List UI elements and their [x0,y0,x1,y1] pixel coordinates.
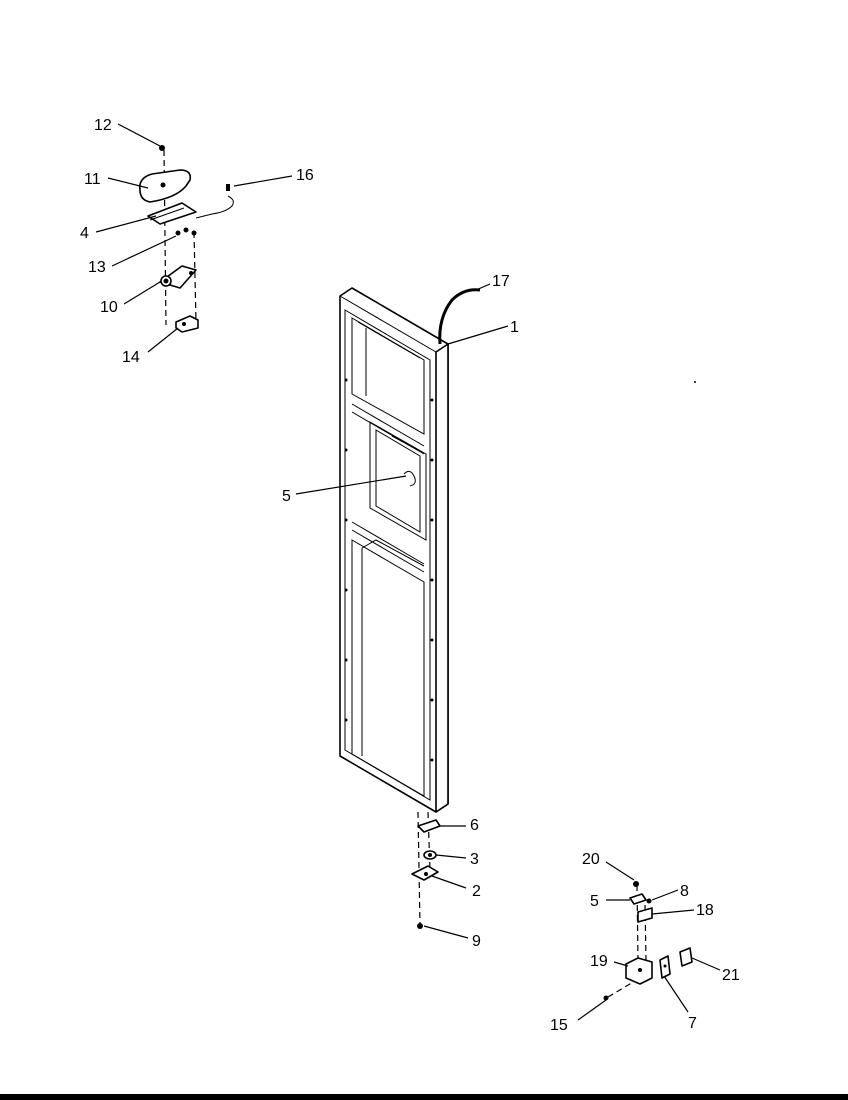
callout-17: 17 [492,273,510,290]
part-3-bushing [423,850,437,860]
callout-18: 18 [696,902,714,919]
callout-5-lower: 5 [590,893,599,910]
part-8-screw [646,898,652,904]
callout-10: 10 [100,299,118,316]
part-18-bushing [637,907,653,923]
callout-labels: 12 11 16 4 13 17 10 1 14 5 6 3 20 8 2 5 … [80,117,740,1034]
callout-16: 16 [296,167,314,184]
part-16-wire [195,184,234,219]
callout-15: 15 [550,1017,568,1034]
part-9-screw [417,923,423,929]
part-17-tube [438,288,481,345]
part-13-screws [175,227,197,236]
callout-4: 4 [80,225,89,242]
top-hinge-assembly [138,145,234,333]
bottom-door-hinge-parts [411,811,441,929]
callout-14: 14 [122,349,140,366]
callout-19: 19 [590,953,608,970]
part-5-clip-door [403,470,416,487]
part-6-washer [417,819,441,833]
part-12-screw [159,145,165,151]
callout-9: 9 [472,933,481,950]
callout-3: 3 [470,851,479,868]
part-15-screw [603,995,609,1001]
callout-12: 12 [94,117,112,134]
callout-5-door: 5 [282,488,291,505]
lower-hinge-assembly [603,881,693,1001]
callout-21: 21 [722,967,740,984]
part-20-screw [633,881,639,887]
part-5-clip-lower [629,893,647,905]
bottom-border-rule [0,1094,848,1100]
callout-20: 20 [582,851,600,868]
door-panel [339,287,481,813]
part-14-bracket [175,315,199,333]
callout-2: 2 [472,883,481,900]
callout-13: 13 [88,259,106,276]
callout-6: 6 [470,817,479,834]
callout-1: 1 [510,319,519,336]
callout-11: 11 [84,171,101,188]
callout-7: 7 [688,1015,697,1032]
part-21-cover [679,947,693,967]
callout-8: 8 [680,883,689,900]
part-4-shim [147,202,197,225]
leader-lines [95,123,721,1021]
